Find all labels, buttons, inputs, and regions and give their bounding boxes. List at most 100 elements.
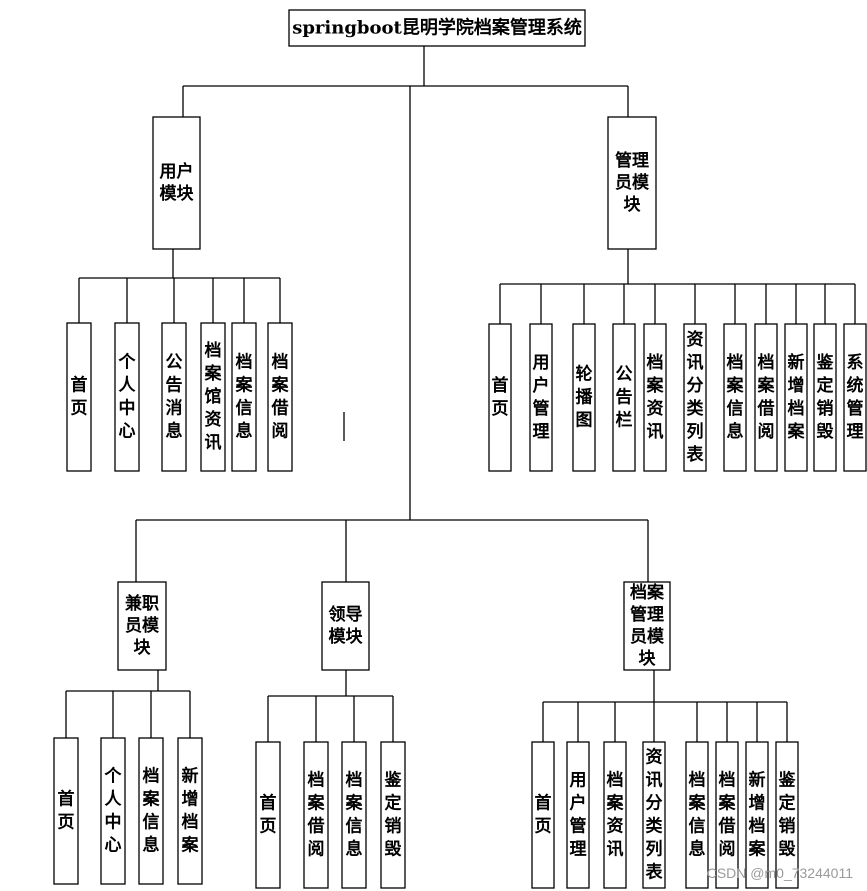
archivist-leaf-label: 案 [748,839,767,860]
user-leaf-box [231,322,257,472]
archivist-leaf-label: 档 [689,770,706,791]
admin-leaf-label: 信 [727,398,744,419]
admin-leaf-label: 告 [616,387,633,408]
admin-leaf-label: 讯 [687,353,704,373]
admin-leaf-box [813,323,837,472]
archivist-leaf-label: 资 [646,747,663,768]
admin-leaf-label: 管 [533,398,550,419]
admin-leaf-label: 图 [576,411,593,431]
parttime-module-label: 兼职 [125,593,159,614]
archivist-leaf-label: 表 [646,862,664,883]
user-leaf-box [267,322,293,472]
admin-leaf-label: 案 [646,375,665,396]
leader-leaf-box [255,741,281,889]
parttime-leaf-label: 首 [58,789,75,810]
admin-leaf-box [754,323,778,472]
connector-lines [65,46,856,742]
admin-leaf-label: 案 [757,375,776,396]
archivist-leaf-label: 档 [719,770,736,791]
admin-leaf-label: 管 [847,398,864,419]
archivist-leaf-box [642,741,666,889]
parttime-module-box [117,581,167,671]
user-leaf-label: 资 [205,409,222,430]
user-leaf-box [200,322,226,472]
admin-leaf-label: 阅 [758,421,775,442]
parttime-leaf-label: 页 [58,813,75,833]
leader-leaf-label: 阅 [308,839,325,860]
archivist-leaf-label: 管 [570,816,587,837]
leader-leaf-label: 档 [346,770,363,791]
leader-leaf-label: 定 [385,793,402,814]
user-leaf-label: 案 [235,375,254,396]
admin-leaf-label: 分 [687,376,704,396]
admin-leaf-label: 列 [687,421,704,442]
user-leaf-label: 公 [166,353,183,373]
parttime-module-label: 块 [134,638,152,658]
archivist-leaf-label: 资 [607,816,624,837]
archivist-module-label: 块 [639,649,657,669]
admin-leaf-label: 理 [533,422,550,442]
user-leaf-label: 档 [205,340,222,361]
admin-leaf-box [643,323,667,472]
parttime-leaf-label: 增 [182,789,199,810]
user-leaf-label: 告 [166,375,183,396]
user-leaf-label: 息 [236,421,253,442]
archivist-leaf-label: 列 [646,839,663,860]
archivist-leaf-label: 息 [689,839,706,860]
archivist-leaf-label: 新 [749,770,766,791]
admin-leaf-label: 档 [788,398,805,419]
admin-leaf-label: 播 [576,387,594,408]
admin-leaf-label: 统 [847,375,864,396]
archivist-leaf-label: 档 [749,816,766,837]
admin-leaf-label: 轮 [576,364,593,385]
node-labels: springboot昆明学院档案管理系统用户模块首页个人中心公告消息档案馆资讯档… [58,17,864,883]
user-leaf-label: 息 [166,421,183,442]
admin-leaf-label: 户 [533,375,550,396]
leader-leaf-label: 案 [307,793,326,814]
admin-leaf-label: 类 [687,398,705,419]
parttime-leaf-label: 信 [143,812,160,833]
archivist-module-label: 档案 [630,582,665,603]
archivist-leaf-label: 信 [689,816,706,837]
archivist-leaf-label: 理 [570,840,587,860]
parttime-leaf-label: 息 [143,835,160,856]
leader-module-label: 领导 [329,604,363,625]
archivist-leaf-label: 销 [779,816,796,837]
admin-module-label: 员模 [615,172,650,193]
archivist-leaf-label: 类 [646,816,664,837]
archivist-leaf-label: 增 [749,793,766,814]
admin-leaf-box [612,323,636,472]
archivist-leaf-label: 用 [570,771,587,791]
parttime-leaf-box [100,737,126,885]
leader-leaf-label: 页 [260,817,277,837]
admin-leaf-label: 案 [726,375,745,396]
user-leaf-label: 中 [119,398,136,419]
archivist-leaf-label: 档 [607,770,624,791]
admin-leaf-box [843,323,867,472]
leader-leaf-label: 借 [307,816,325,837]
admin-module-box [607,116,657,250]
archivist-module-label: 员模 [630,626,665,647]
archivist-leaf-box [531,741,555,889]
archivist-leaf-label: 鉴 [778,770,797,791]
admin-leaf-label: 定 [817,375,834,396]
admin-leaf-box [572,323,596,472]
admin-leaf-box [488,323,512,472]
admin-leaf-box [723,323,747,472]
admin-leaf-label: 档 [758,352,775,373]
parttime-leaf-box [177,737,203,885]
user-leaf-label: 信 [236,398,253,419]
parttime-leaf-label: 心 [105,836,122,856]
leader-leaf-label: 毁 [385,840,403,860]
admin-leaf-label: 档 [647,352,664,373]
user-leaf-label: 馆 [205,386,222,407]
archivist-leaf-label: 案 [606,793,625,814]
user-leaf-label: 心 [119,422,136,442]
admin-leaf-box [683,323,707,472]
admin-leaf-label: 资 [647,398,664,419]
admin-leaf-label: 页 [492,399,509,419]
user-leaf-label: 档 [272,352,289,373]
user-leaf-box [114,322,140,472]
user-leaf-label: 个 [118,352,137,373]
archivist-module-label: 管理 [630,604,664,625]
